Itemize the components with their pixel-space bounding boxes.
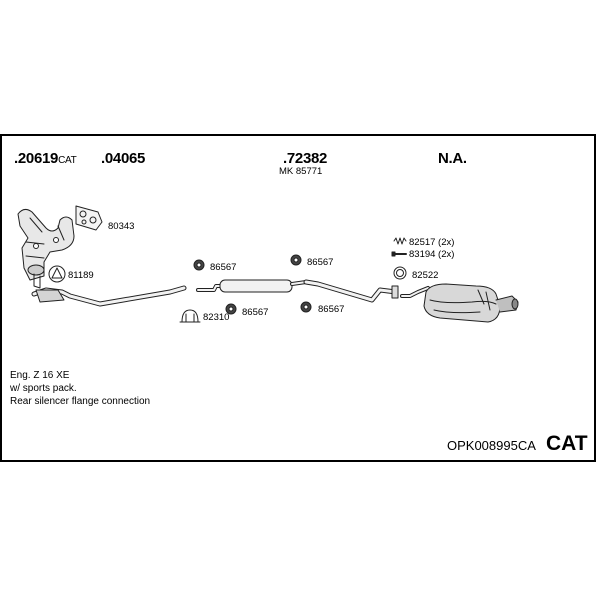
rear-silencer-drawing [400, 283, 519, 323]
note-flange: Rear silencer flange connection [10, 396, 151, 407]
label-ring: 82522 [412, 270, 439, 281]
bolt-drawing [391, 251, 407, 257]
gasket-ring-drawing [48, 265, 66, 283]
part-number-manifold: .20619CAT [14, 150, 77, 167]
note-sports-pack: w/ sports pack. [10, 383, 77, 394]
middle-silencer-drawing [196, 279, 308, 293]
label-bolt: 83194 (2x) [409, 249, 455, 260]
label-clamp-right-top: 86567 [307, 257, 334, 268]
label-manifold-gasket: 80343 [108, 221, 135, 232]
clamp-right-bottom-drawing [300, 301, 312, 313]
manifold-catalyst-drawing [17, 208, 75, 289]
front-pipe-drawing [31, 285, 187, 307]
diagram-frame [0, 134, 596, 462]
label-u-clamp: 82310 [203, 312, 230, 323]
label-spring: 82517 (2x) [409, 237, 455, 248]
u-clamp-drawing [179, 309, 201, 323]
note-engine: Eng. Z 16 XE [10, 370, 70, 381]
part-number-middle-silencer: .72382 [283, 150, 328, 167]
label-clamp-right-bottom: 86567 [318, 304, 345, 315]
spring-drawing [393, 237, 407, 245]
intermediate-pipe-drawing [303, 279, 399, 303]
kit-code: OPK008995CA [447, 438, 536, 453]
part-number-rear-silencer: N.A. [438, 150, 467, 167]
clamp-left-bottom-drawing [225, 303, 237, 315]
mounting-kit-number: MK 85771 [279, 166, 323, 177]
label-clamp-left-bottom: 86567 [242, 307, 269, 318]
part-number-front-pipe: .04065 [101, 150, 146, 167]
clamp-right-top-drawing [290, 254, 302, 266]
manifold-gasket-drawing [75, 205, 103, 231]
label-gasket-ring: 81189 [68, 270, 94, 281]
ring-drawing [393, 266, 407, 280]
cat-label: CAT [546, 432, 588, 455]
label-clamp-left-top: 86567 [210, 262, 237, 273]
clamp-left-top-drawing [193, 259, 205, 271]
